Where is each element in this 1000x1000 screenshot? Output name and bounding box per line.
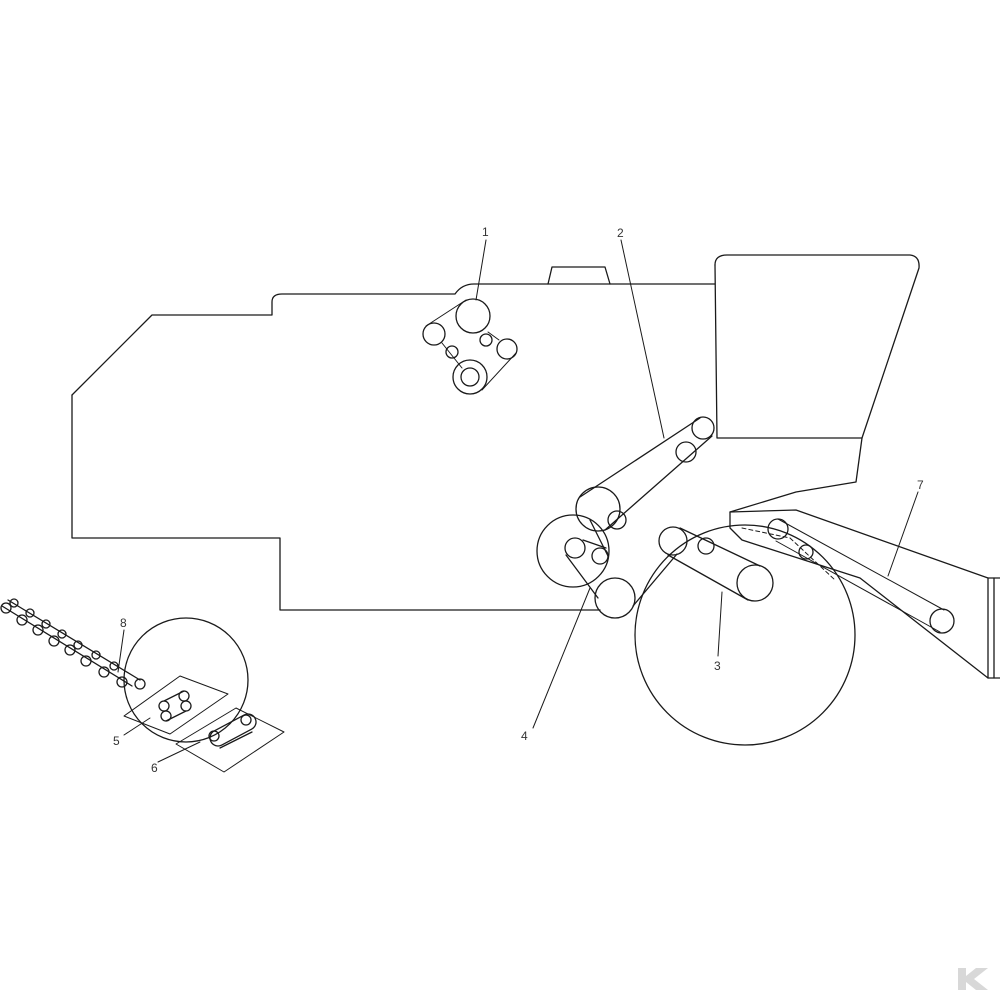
drive-3-pulleys bbox=[658, 526, 774, 602]
leader-lines bbox=[117, 239, 919, 763]
callout-5: 5 bbox=[113, 734, 120, 748]
callout-2: 2 bbox=[617, 226, 624, 240]
callout-6: 6 bbox=[151, 761, 158, 775]
drive-4-pulleys bbox=[536, 514, 678, 619]
callout-1: 1 bbox=[482, 225, 489, 239]
chain-link-icon bbox=[123, 675, 229, 735]
callout-8: 8 bbox=[120, 616, 127, 630]
combine-body bbox=[71, 266, 716, 611]
callout-3: 3 bbox=[714, 659, 721, 673]
connecting-link-icon bbox=[175, 707, 285, 773]
roller-chain-icon bbox=[0, 598, 146, 690]
detail-circle bbox=[123, 617, 249, 743]
callout-4: 4 bbox=[521, 729, 528, 743]
grain-tank bbox=[714, 254, 920, 513]
threshing-drum bbox=[634, 524, 856, 746]
drive-2-pulleys bbox=[575, 416, 715, 532]
brand-logo-icon bbox=[958, 968, 988, 990]
drive-1-pulleys bbox=[422, 298, 518, 395]
feeder-conveyor bbox=[729, 509, 1000, 679]
callout-7: 7 bbox=[917, 478, 924, 492]
